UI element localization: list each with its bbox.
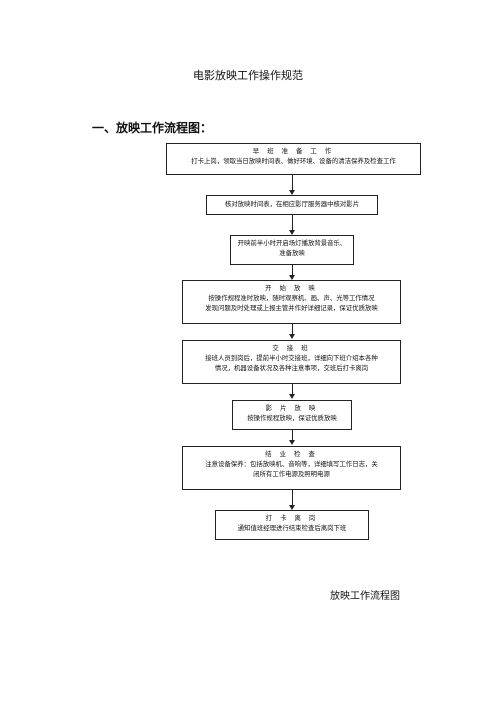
flow-step-heading: 交 接 班	[272, 344, 311, 352]
flow-connector	[292, 324, 293, 335]
arrow-down-icon	[289, 394, 295, 399]
document-title: 电影放映工作操作规范	[193, 69, 303, 82]
flow-step-pre-show: 开映前半小时开启场灯播放背景音乐、 准备放映	[230, 235, 354, 265]
flow-connector	[292, 384, 293, 395]
flow-step-heading: 开 始 放 映	[265, 284, 318, 292]
flow-step-text: 开映前半小时开启场灯播放背景音乐、	[237, 239, 347, 247]
flow-step-text: 准备放映	[279, 248, 305, 257]
flow-step-text: 通知值班经理进行结束检查后离岗下班	[237, 523, 347, 532]
flow-step-text: 按操作规程放映，保证优质放映	[247, 413, 337, 422]
flow-step-text: 核对放映时间表，在相应影厅服务器中核对影片	[224, 200, 360, 209]
flow-step-text: 发现问题及时处理或上报主管并作好详细记录，保证优质放映	[205, 303, 378, 312]
flow-step-start-screening: 开 始 放 映 按操作规程准时放映，随时观察机、画、声、光等工作情况 发现问题及…	[182, 280, 401, 324]
flow-step-text: 按操作规程准时放映，随时观察机、画、声、光等工作情况	[208, 293, 375, 302]
flow-connector	[292, 490, 293, 506]
flow-connector	[292, 215, 293, 231]
arrow-down-icon	[289, 230, 295, 235]
flow-step-text: 闭所有工作电源及照明电源	[253, 469, 330, 478]
flow-step-text: 接班人员到岗后，提前半小时交接班，详细向下班介绍本各种	[205, 353, 378, 362]
flow-step-heading: 结 业 检 查	[265, 450, 318, 458]
flow-step-text: 情况，机器设备状况及各种注意事项，交班后打卡离岗	[214, 363, 369, 372]
flow-step-text: 打卡上岗，领取当日放映时间表、做好环境、设备的清洁保养及检查工作	[191, 156, 396, 165]
flow-step-morning-prep: 早 班 准 备 工 作 打卡上岗，领取当日放映时间表、做好环境、设备的清洁保养及…	[166, 143, 421, 175]
arrow-down-icon	[289, 440, 295, 445]
flow-connector	[292, 265, 293, 276]
flow-connector	[292, 175, 293, 191]
arrow-down-icon	[289, 505, 295, 510]
flow-connector	[292, 430, 293, 441]
flow-step-heading: 打 卡 离 岗	[265, 514, 319, 522]
flow-step-clock-out: 打 卡 离 岗 通知值班经理进行结束检查后离岗下班	[215, 510, 369, 540]
arrow-down-icon	[289, 190, 295, 195]
flow-step-check-schedule: 核对放映时间表，在相应影厅服务器中核对影片	[206, 195, 378, 215]
flow-step-heading: 影 片 放 映	[265, 404, 319, 412]
figure-caption: 放映工作流程图	[330, 591, 400, 602]
flow-step-film-screening: 影 片 放 映 按操作规程放映，保证优质放映	[232, 400, 352, 430]
flow-step-closing-check: 结 业 检 查 注意设备保养：包括放映机、音响等，详细填写工作日志，关 闭所有工…	[182, 446, 401, 490]
flow-step-text: 注意设备保养：包括放映机、音响等，详细填写工作日志，关	[205, 459, 378, 468]
arrow-down-icon	[289, 334, 295, 339]
section-heading: 一、放映工作流程图：	[92, 121, 213, 135]
flow-step-shift-handover: 交 接 班 接班人员到岗后，提前半小时交接班，详细向下班介绍本各种 情况，机器设…	[182, 340, 401, 384]
arrow-down-icon	[289, 275, 295, 280]
flow-step-heading: 早 班 准 备 工 作	[252, 147, 335, 155]
